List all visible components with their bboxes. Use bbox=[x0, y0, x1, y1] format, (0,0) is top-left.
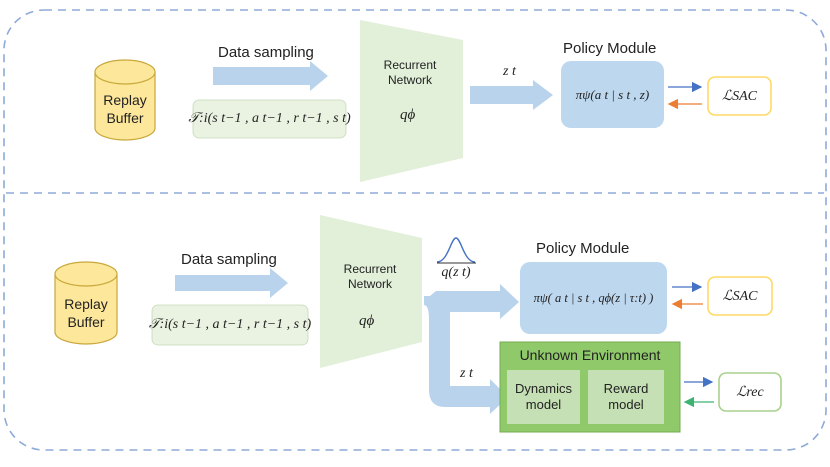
top-policy-formula: πψ(a t | s t , z) bbox=[575, 86, 650, 102]
top-sac-loss-label: ℒSAC bbox=[722, 88, 757, 104]
bottom-policy-formula: πψ( a t | s t , qϕ(z | τ:t) ) bbox=[533, 290, 654, 305]
bottom-recurrent-network-label: Recurrent Network bbox=[343, 262, 397, 291]
bottom-latent-label: z t bbox=[460, 366, 473, 381]
top-latent-arrow bbox=[470, 80, 553, 110]
top-sampling-arrow bbox=[213, 61, 328, 91]
top-policy-box bbox=[561, 61, 664, 128]
top-encoder-symbol: qϕ bbox=[400, 107, 416, 123]
bottom-policy-box bbox=[520, 262, 667, 334]
bottom-replay-buffer bbox=[54, 261, 118, 345]
gaussian-curve-icon bbox=[436, 237, 476, 263]
rec-loss-box bbox=[718, 372, 782, 412]
bottom-encoder-symbol: qϕ bbox=[359, 313, 375, 329]
rec-loss-label: ℒrec bbox=[736, 384, 764, 400]
top-recurrent-network bbox=[360, 20, 463, 182]
environment-title: Unknown Environment bbox=[519, 347, 661, 363]
top-policy-title: Policy Module bbox=[563, 40, 657, 57]
top-loss-box bbox=[707, 76, 772, 116]
bottom-recurrent-network bbox=[320, 215, 422, 368]
bottom-sac-loss-label: ℒSAC bbox=[722, 288, 758, 304]
bottom-trajectory-label: 𝒯:i(s t−1 , a t−1 , r t−1 , s t) bbox=[148, 317, 312, 332]
outer-dashed-border bbox=[3, 9, 827, 451]
bottom-replay-buffer-label: Replay Buffer bbox=[64, 296, 108, 330]
dynamics-model-box bbox=[507, 370, 580, 424]
top-latent-label: z t bbox=[503, 64, 516, 79]
dynamics-model-label: Dynamics model bbox=[514, 380, 573, 412]
reward-model-label: Reward model bbox=[603, 380, 649, 412]
posterior-label: q(z t) bbox=[441, 265, 471, 280]
bottom-trajectory-box bbox=[151, 304, 309, 346]
bottom-data-sampling-label: Data sampling bbox=[181, 251, 277, 268]
bottom-policy-title: Policy Module bbox=[536, 240, 630, 257]
bottom-sac-loss-box bbox=[707, 276, 773, 316]
top-data-sampling-label: Data sampling bbox=[218, 44, 314, 61]
top-recurrent-network-label: Recurrent Network bbox=[383, 58, 437, 87]
top-trajectory-label: 𝒯:i(s t−1 , a t−1 , r t−1 , s t) bbox=[188, 111, 351, 126]
reward-model-box bbox=[588, 370, 664, 424]
top-replay-buffer bbox=[94, 59, 156, 141]
bottom-sampling-arrow bbox=[175, 268, 288, 298]
bottom-branch-arrow bbox=[424, 284, 519, 414]
top-replay-buffer-label: Replay Buffer bbox=[103, 92, 147, 126]
top-trajectory-box bbox=[192, 99, 347, 139]
